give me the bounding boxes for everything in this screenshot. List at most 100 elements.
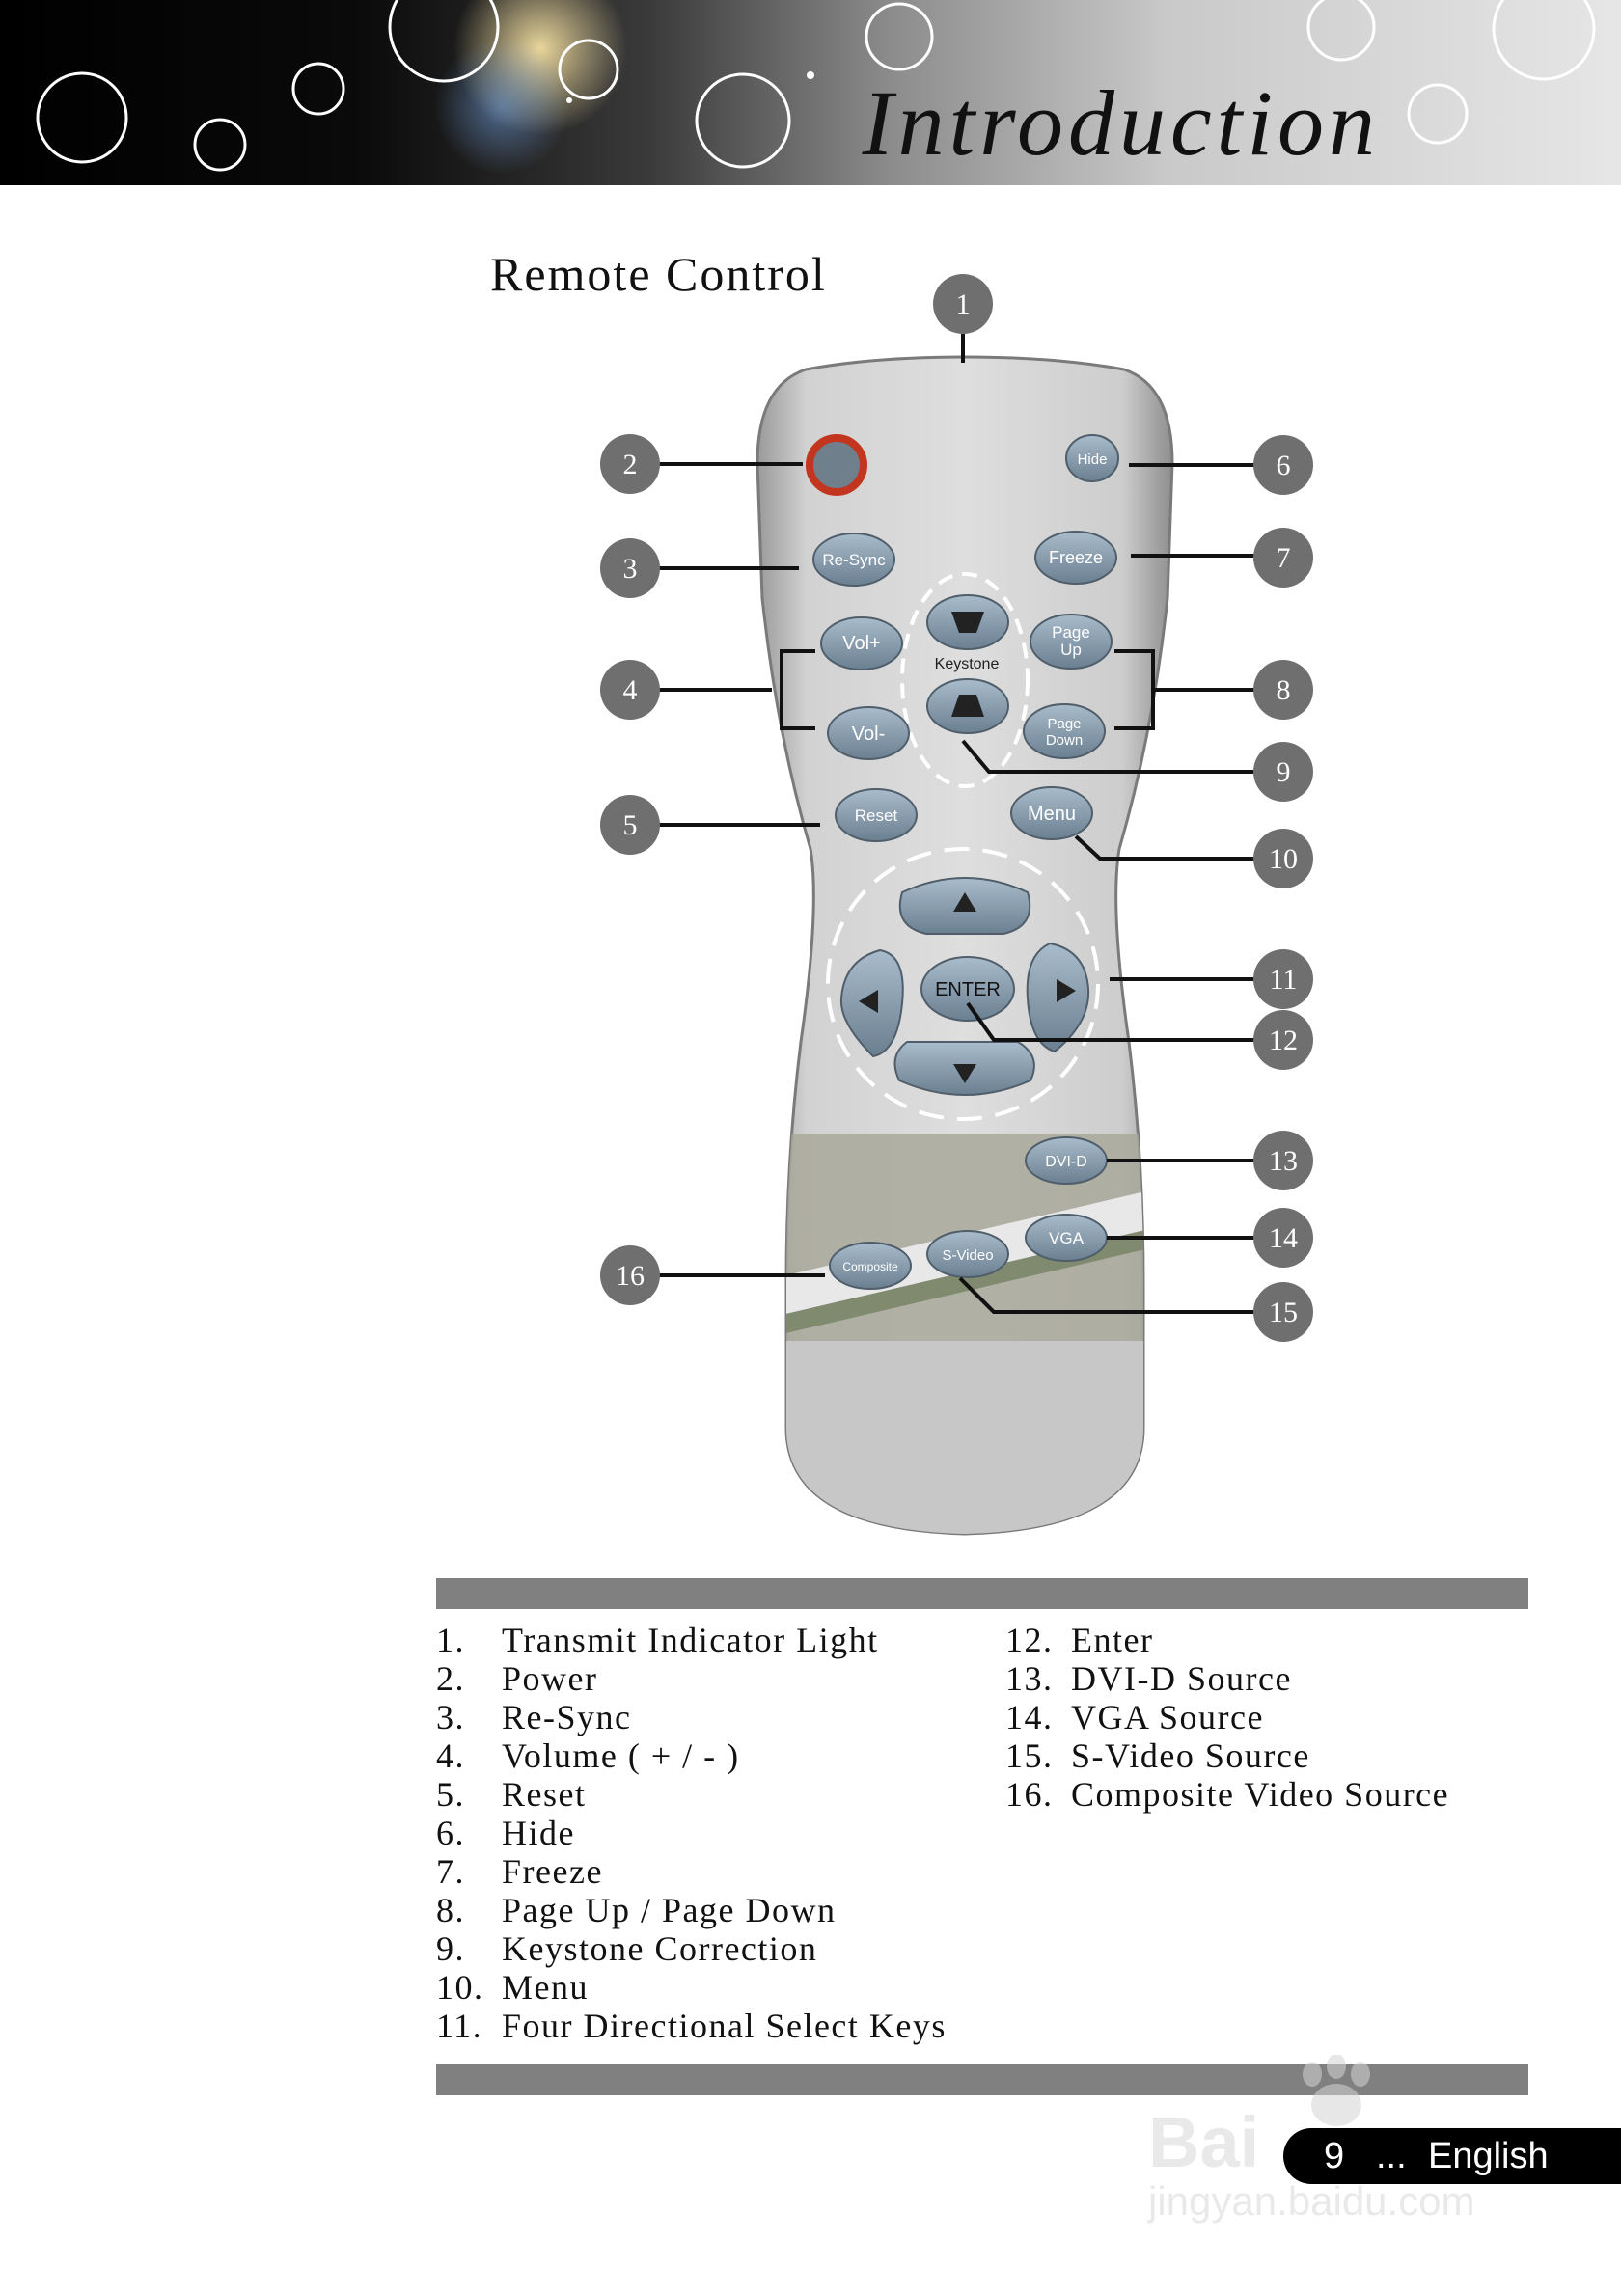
menu-button[interactable]: Menu [1010, 786, 1093, 840]
svg-text:15: 15 [1269, 1297, 1298, 1328]
svg-text:6: 6 [1277, 450, 1291, 481]
legend-item: 1.Transmit Indicator Light [436, 1621, 879, 1659]
legend-item: 15.S-Video Source [1005, 1736, 1310, 1775]
resync-button-label: Re-Sync [822, 551, 886, 569]
callout-markers: 1 2 3 4 5 6 7 8 9 10 11 12 13 14 15 16 [600, 274, 1313, 1342]
baidu-watermark: Bai jingyan.baidu.com [1148, 2055, 1553, 2228]
legend-item: 16.Composite Video Source [1005, 1775, 1450, 1814]
callout-4: 4 [600, 660, 660, 720]
vga-button[interactable]: VGA [1025, 1214, 1108, 1262]
callout-7: 7 [1253, 528, 1313, 588]
keystone-group-outline [900, 572, 1030, 788]
legend-item: 12.Enter [1005, 1621, 1154, 1659]
svg-text:5: 5 [623, 809, 638, 841]
callout-5: 5 [600, 795, 660, 855]
page-header-title: Introduction [862, 71, 1380, 175]
reset-button[interactable]: Reset [835, 788, 918, 842]
page-number: 9 [1324, 2136, 1345, 2176]
header-banner: Introduction [0, 0, 1621, 185]
page-up-label-line1: Page [1052, 623, 1090, 642]
callout-1: 1 [933, 274, 993, 334]
hide-button[interactable]: Hide [1065, 434, 1119, 482]
legend-item: 10.Menu [436, 1968, 589, 2007]
svg-text:8: 8 [1277, 674, 1291, 706]
section-title: Remote Control [490, 247, 827, 301]
svg-text:14: 14 [1269, 1222, 1298, 1254]
svg-text:2: 2 [623, 449, 638, 480]
svg-text:13: 13 [1269, 1145, 1298, 1177]
keystone-down-trapezoid-icon [951, 612, 984, 633]
legend-item: 8.Page Up / Page Down [436, 1891, 837, 1929]
directional-group-outline [826, 847, 1100, 1121]
svg-text:7: 7 [1277, 542, 1291, 574]
svg-text:11: 11 [1270, 964, 1298, 996]
legend-item: 3.Re-Sync [436, 1698, 632, 1736]
page-down-button[interactable]: Page Down [1023, 703, 1106, 759]
page-down-label-line2: Down [1046, 732, 1083, 749]
svideo-button[interactable]: S-Video [926, 1230, 1009, 1278]
callout-13: 13 [1253, 1131, 1313, 1190]
keystone-down-button[interactable] [926, 678, 1009, 734]
callout-12: 12 [1253, 1010, 1313, 1070]
reset-button-label: Reset [855, 806, 898, 825]
page-footer-tab: 9 ... English [1283, 2128, 1621, 2184]
callout-9: 9 [1253, 742, 1313, 802]
legend-item: 14.VGA Source [1005, 1698, 1264, 1736]
power-button[interactable] [806, 434, 867, 496]
legend-item: 4.Volume ( + / - ) [436, 1736, 740, 1775]
page-up-button[interactable]: Page Up [1030, 614, 1113, 670]
enter-button[interactable]: ENTER [920, 956, 1015, 1022]
callout-10: 10 [1253, 829, 1313, 888]
vga-button-label: VGA [1049, 1229, 1085, 1247]
svg-text:1: 1 [956, 288, 971, 320]
callout-14: 14 [1253, 1208, 1313, 1268]
legend-item: 2.Power [436, 1659, 598, 1698]
legend-item: 7.Freeze [436, 1852, 603, 1891]
callout-8: 8 [1253, 660, 1313, 720]
left-arrow-icon [859, 990, 878, 1013]
callout-11: 11 [1253, 949, 1313, 1009]
legend-top-rule [436, 1578, 1528, 1609]
right-arrow-button[interactable] [1026, 942, 1090, 1053]
watermark-brand: Bai [1148, 2102, 1260, 2182]
keystone-label: Keystone [935, 656, 1000, 672]
volume-down-button[interactable]: Vol- [827, 706, 910, 760]
composite-button-label: Composite [842, 1260, 898, 1273]
callout-15: 15 [1253, 1282, 1313, 1342]
legend-item: 6.Hide [436, 1814, 575, 1852]
freeze-button[interactable]: Freeze [1034, 531, 1117, 585]
down-arrow-button[interactable] [893, 1041, 1035, 1096]
remote-control-diagram: Hide Re-Sync Freeze Vol+ Vol- Keystone P… [600, 274, 1313, 1536]
callout-leader-lines [659, 334, 1254, 1314]
dvid-button-label: DVI-D [1045, 1154, 1087, 1170]
dvid-button[interactable]: DVI-D [1025, 1136, 1108, 1185]
composite-button[interactable]: Composite [829, 1242, 912, 1290]
volume-up-label: Vol+ [842, 633, 880, 654]
callout-16: 16 [600, 1245, 660, 1305]
up-arrow-button[interactable] [898, 877, 1031, 935]
svg-text:3: 3 [623, 553, 638, 585]
volume-up-button[interactable]: Vol+ [820, 616, 903, 670]
page-down-label-line1: Page [1047, 716, 1081, 732]
left-arrow-button[interactable] [839, 948, 904, 1058]
callout-6: 6 [1253, 435, 1313, 495]
resync-button[interactable]: Re-Sync [812, 533, 895, 587]
keystone-up-trapezoid-icon [951, 695, 984, 717]
paw-logo-icon [1303, 2055, 1370, 2126]
svg-text:4: 4 [623, 674, 638, 706]
callout-2: 2 [600, 434, 660, 494]
legend-column-1: 1.Transmit Indicator Light 2.Power 3.Re-… [436, 1621, 947, 2045]
menu-button-label: Menu [1028, 804, 1076, 825]
watermark-url: jingyan.baidu.com [1148, 2178, 1475, 2224]
svg-text:10: 10 [1269, 843, 1298, 875]
callout-3: 3 [600, 538, 660, 598]
keystone-up-button[interactable] [926, 594, 1009, 650]
svideo-button-label: S-Video [942, 1247, 993, 1264]
down-arrow-icon [953, 1064, 976, 1083]
legend-item: 11.Four Directional Select Keys [436, 2007, 947, 2045]
svg-text:9: 9 [1277, 756, 1291, 788]
freeze-button-label: Freeze [1049, 548, 1103, 567]
svg-text:16: 16 [616, 1260, 645, 1292]
footer-separator: ... [1376, 2136, 1407, 2176]
volume-down-label: Vol- [852, 724, 885, 745]
